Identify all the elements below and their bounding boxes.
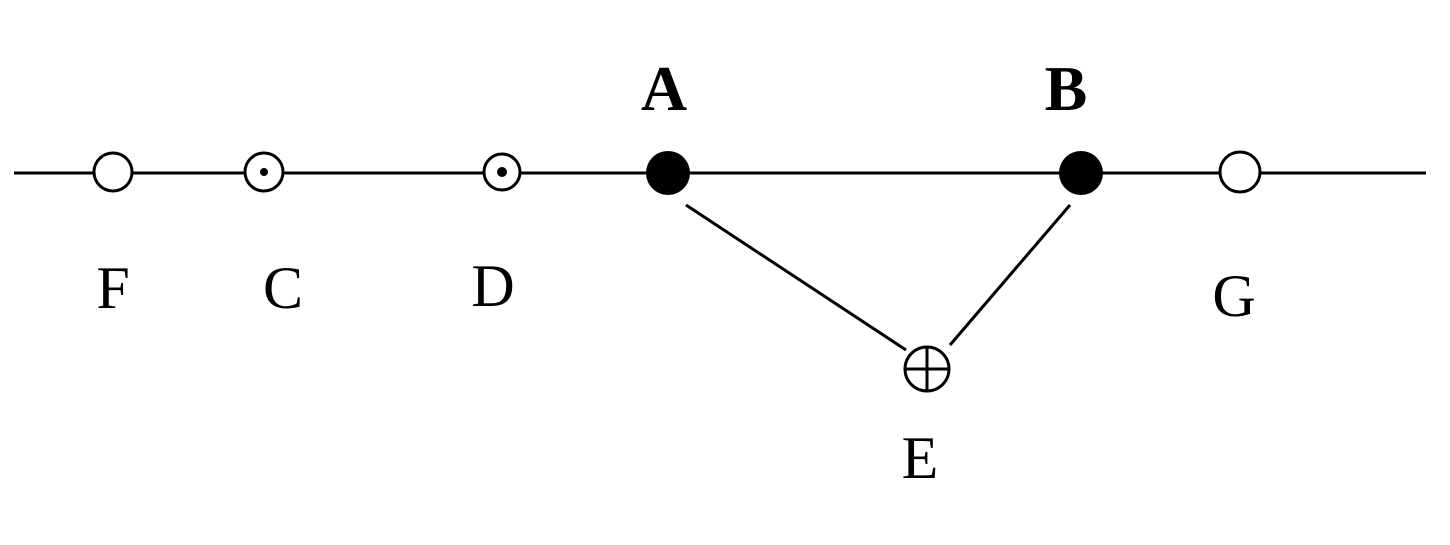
label-e: E [902, 425, 939, 491]
label-a: A [641, 53, 687, 124]
point-c-dotted-circle [243, 151, 285, 193]
point-d-dotted-circle [482, 152, 522, 192]
label-b: B [1045, 53, 1088, 124]
label-c: C [263, 255, 303, 321]
segment-a-e [685, 203, 907, 352]
point-g-open-circle [1218, 150, 1262, 194]
label-d: D [471, 253, 514, 319]
point-b-filled-circle [1059, 151, 1103, 195]
label-f: F [96, 255, 129, 321]
label-g: G [1212, 263, 1255, 329]
point-e-crossed-circle [903, 345, 951, 393]
point-a-filled-circle [646, 151, 690, 195]
segment-b-e [948, 204, 1072, 346]
point-f-open-circle [92, 151, 134, 193]
